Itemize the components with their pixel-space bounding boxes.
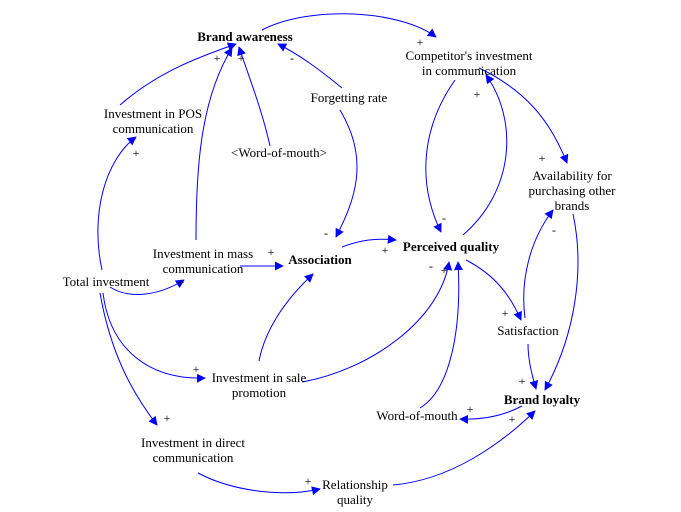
polarity-sign: + [502, 306, 509, 320]
node-label-investment-sale-line-2: promotion [232, 385, 287, 400]
node-satisfaction: Satisfaction [497, 323, 559, 338]
link-word-of-mouth-shadow-to-brand-awareness [237, 46, 271, 147]
node-label-perceived-quality-line-1: Perceived quality [403, 239, 500, 254]
node-brand-awareness: Brand awareness [197, 29, 292, 44]
node-association: Association [288, 252, 352, 267]
polarity-signs-layer: +++---+++++++-++-+++++ [133, 35, 556, 488]
link-competitor-investment-to-availability [478, 67, 569, 164]
node-perceived-quality: Perceived quality [403, 239, 500, 254]
node-label-satisfaction-line-1: Satisfaction [497, 323, 559, 338]
node-label-investment-direct-line-1: Investment in direct [141, 435, 245, 450]
link-satisfaction-to-brand-loyalty [527, 343, 539, 390]
node-word-of-mouth-shadow: <Word-of-mouth> [231, 145, 327, 160]
link-total-investment-to-investment-sale [102, 292, 206, 383]
link-brand-awareness-to-competitor-investment [261, 13, 437, 38]
link-total-investment-to-investment-pos [97, 136, 137, 271]
polarity-sign: + [214, 51, 221, 65]
node-total-investment: Total investment [63, 274, 150, 289]
polarity-sign: + [539, 151, 546, 165]
polarity-sign: + [193, 362, 200, 376]
node-label-investment-sale-line-1: Investment in sale [212, 370, 307, 385]
node-forgetting-rate: Forgetting rate [311, 90, 388, 105]
node-label-availability-line-2: purchasing other [528, 183, 616, 198]
polarity-sign: - [429, 259, 433, 273]
polarity-sign: + [238, 51, 245, 65]
node-label-forgetting-rate-line-1: Forgetting rate [311, 90, 388, 105]
link-investment-sale-to-perceived-quality [301, 261, 453, 383]
link-relationship-quality-to-brand-loyalty [392, 410, 536, 486]
link-word-of-mouth-to-perceived-quality [419, 261, 463, 409]
links-layer [97, 13, 579, 496]
link-investment-sale-to-association [258, 273, 314, 362]
polarity-sign: - [324, 226, 328, 240]
polarity-sign: + [519, 374, 526, 388]
polarity-sign: + [509, 412, 516, 426]
polarity-sign: + [305, 474, 312, 488]
polarity-sign: + [474, 87, 481, 101]
node-label-word-of-mouth-line-1: Word-of-mouth [376, 408, 458, 423]
link-investment-mass-to-brand-awareness [195, 47, 233, 241]
polarity-sign: + [133, 146, 140, 160]
polarity-sign: - [552, 223, 556, 237]
link-availability-to-brand-loyalty [544, 213, 579, 391]
polarity-sign: + [417, 35, 424, 49]
node-label-investment-mass-line-1: Investment in mass [153, 246, 253, 261]
node-label-investment-pos-line-1: Investment in POS [104, 106, 202, 121]
link-forgetting-rate-to-brand-awareness [277, 43, 343, 89]
node-label-relationship-quality-line-1: Relationship [322, 477, 388, 492]
node-label-investment-direct-line-2: communication [153, 450, 234, 465]
link-total-investment-to-investment-mass [109, 279, 185, 295]
node-label-availability-line-1: Availability for [532, 168, 612, 183]
node-label-total-investment-line-1: Total investment [63, 274, 150, 289]
polarity-sign: + [441, 263, 448, 277]
polarity-sign: + [164, 411, 171, 425]
node-label-relationship-quality-line-2: quality [337, 492, 374, 507]
node-label-availability-line-3: brands [555, 198, 590, 213]
link-association-to-perceived-quality [341, 234, 397, 248]
polarity-sign: - [442, 211, 446, 225]
link-total-investment-to-investment-direct [99, 292, 158, 426]
polarity-sign: + [467, 402, 474, 416]
node-label-association-line-1: Association [288, 252, 352, 267]
node-word-of-mouth: Word-of-mouth [376, 408, 458, 423]
node-label-competitor-investment-line-1: Competitor's investment [406, 48, 533, 63]
link-satisfaction-to-availability [523, 209, 554, 319]
link-forgetting-rate-to-association [335, 109, 358, 238]
link-perceived-quality-to-competitor-investment [462, 74, 508, 236]
polarity-sign: + [178, 275, 185, 289]
polarity-sign: - [290, 51, 294, 65]
node-label-brand-loyalty-line-1: Brand loyalty [504, 392, 581, 407]
link-competitor-investment-to-perceived-quality [425, 79, 456, 233]
link-perceived-quality-to-satisfaction [465, 259, 522, 321]
node-label-word-of-mouth-shadow-line-1: <Word-of-mouth> [231, 145, 327, 160]
node-brand-loyalty: Brand loyalty [504, 392, 581, 407]
node-label-competitor-investment-line-2: in communication [422, 63, 517, 78]
polarity-sign: + [382, 243, 389, 257]
link-brand-loyalty-to-word-of-mouth [459, 405, 523, 424]
node-label-brand-awareness-line-1: Brand awareness [197, 29, 292, 44]
link-investment-direct-to-relationship-quality [197, 472, 321, 496]
node-label-investment-pos-line-2: communication [113, 121, 194, 136]
polarity-sign: + [268, 245, 275, 259]
node-label-investment-mass-line-2: communication [163, 261, 244, 276]
